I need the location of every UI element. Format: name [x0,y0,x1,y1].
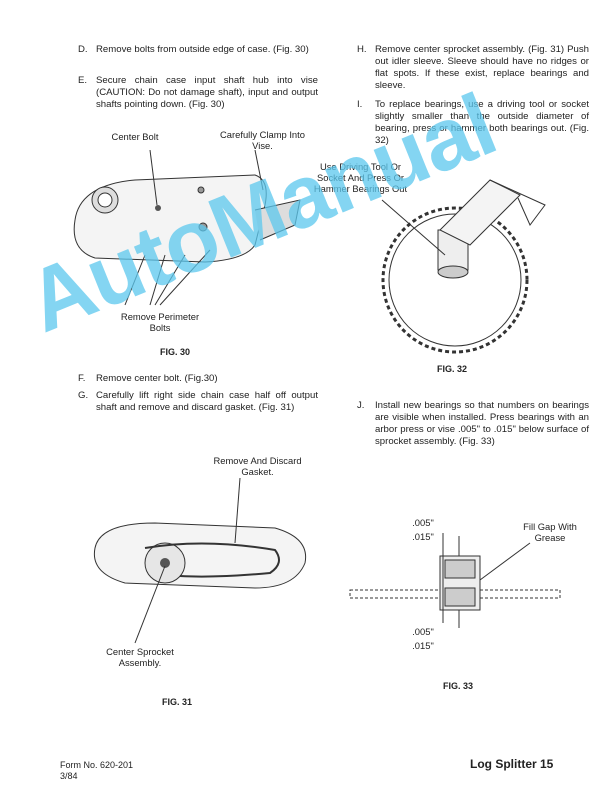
step-text: Carefully lift right side chain case hal… [96,390,318,413]
step-j: J. Install new bearings so that numbers o… [357,400,589,448]
fig-31-caption: FIG. 31 [162,697,193,707]
step-d: D. Remove bolts from outside edge of case… [78,44,318,56]
label-driving-tool: Use Driving Tool Or Socket And Press Or … [313,161,408,194]
fig-33-caption: FIG. 33 [443,681,474,691]
step-letter: D. [78,44,88,55]
fig-32-caption: FIG. 32 [437,364,468,374]
step-letter: H. [357,44,367,55]
form-date: 3/84 [60,771,78,781]
form-number: Form No. 620-201 [60,760,134,770]
label-gasket: Remove And Discard Gasket. [213,455,302,477]
label-center-sprocket: Center Sprocket Assembly. [106,646,174,668]
step-i: I. To replace bearings, use a driving too… [357,99,589,147]
step-f: F. Remove center bolt. (Fig.30) [78,373,318,385]
dim-bottom-015: .015" [412,640,434,651]
step-e: E. Secure chain case input shaft hub into… [78,75,318,111]
step-text: Install new bearings so that numbers on … [375,400,589,447]
step-text: Remove center sprocket assembly. (Fig. 3… [375,44,589,91]
dim-top-005: .005" [412,517,434,528]
step-text: Remove center bolt. (Fig.30) [96,373,218,384]
step-letter: E. [78,75,88,86]
label-center-bolt: Center Bolt [111,131,159,142]
step-letter: J. [357,400,365,411]
step-letter: F. [78,373,86,384]
step-text: Remove bolts from outside edge of case. … [96,44,309,55]
dim-bottom-005: .005" [412,626,434,637]
label-fill-gap: Fill Gap With Grease [523,521,577,543]
chain-case-drawing [73,150,301,306]
step-letter: I. [357,99,363,110]
bearing-press-drawing [381,179,546,354]
step-text: Secure chain case input shaft hub into v… [96,75,318,110]
sprocket-section-drawing [349,533,561,628]
step-g: G. Carefully lift right side chain case h… [78,390,318,414]
step-letter: G. [78,390,89,401]
page-title: Log Splitter 15 [470,757,554,771]
step-text: To replace bearings, use a driving tool … [375,99,589,146]
label-clamp: Carefully Clamp Into Vise. [220,129,305,151]
step-h: H. Remove center sprocket assembly. (Fig.… [357,44,589,92]
fig-30-caption: FIG. 30 [160,347,191,357]
sprocket-case-drawing [93,478,307,644]
dim-top-015: .015" [412,531,434,542]
label-perimeter-bolts: Remove Perimeter Bolts [120,311,200,333]
